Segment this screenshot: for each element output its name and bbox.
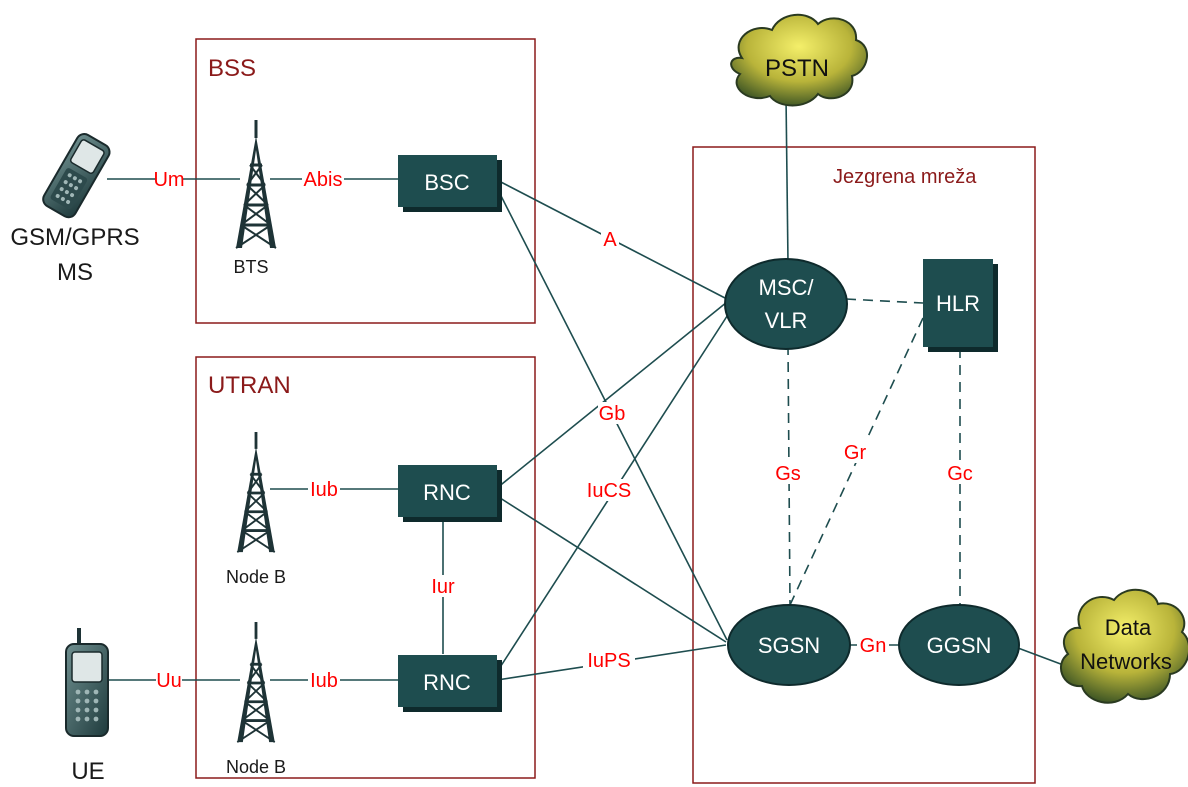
link-pstn-msc <box>785 95 789 264</box>
rnc-2-node[interactable]: RNC <box>398 655 502 712</box>
data-networks-label-line2: Networks <box>1080 649 1172 674</box>
gn-label: Gn <box>860 635 887 657</box>
interface-labels: Um Abis A Gb IuCS IuPS Iub Iub Iur Uu Gs… <box>153 169 972 692</box>
ue-phone-icon <box>65 628 109 737</box>
ggsn-node[interactable]: GGSN <box>898 604 1020 686</box>
iups-label: IuPS <box>587 650 630 672</box>
gc-label: Gc <box>947 463 973 485</box>
bss-frame <box>195 38 536 324</box>
link-rnc1-msc <box>496 301 728 489</box>
gb-label: Gb <box>599 403 626 425</box>
link-msc-hlr <box>845 298 924 304</box>
rnc-1-node[interactable]: RNC <box>398 465 502 522</box>
um-label: Um <box>153 169 184 191</box>
node-b-2-tower-icon <box>235 622 277 744</box>
sgsn-node[interactable]: SGSN <box>727 604 851 686</box>
utran-title: UTRAN <box>208 372 291 399</box>
bsc-label: BSC <box>424 170 469 195</box>
core-network-frame <box>692 146 1036 784</box>
core-network-title: Jezgrena mreža <box>833 166 977 188</box>
ggsn-label: GGSN <box>927 633 992 658</box>
gsm-phone-icon <box>42 133 111 219</box>
msc-label-line2: VLR <box>765 308 808 333</box>
ue-label: UE <box>71 758 104 785</box>
link-msc-sgsn <box>787 344 791 605</box>
iur-label: Iur <box>431 576 455 598</box>
hlr-node[interactable]: HLR <box>923 259 998 352</box>
iucs-label: IuCS <box>587 480 631 502</box>
msc-label-line1: MSC/ <box>759 275 815 300</box>
uu-label: Uu <box>156 670 182 692</box>
node-b-1-tower-icon <box>235 432 277 554</box>
rnc-1-label: RNC <box>423 480 471 505</box>
msc-vlr-node[interactable]: MSC/ VLR <box>724 258 848 350</box>
iub-2-label: Iub <box>310 670 338 692</box>
bts-tower-icon <box>234 120 278 250</box>
gr-label: Gr <box>844 442 867 464</box>
gs-label: Gs <box>775 463 801 485</box>
interface-label-bgs <box>156 168 975 691</box>
pstn-cloud: PSTN <box>730 13 868 107</box>
data-networks-label-line1: Data <box>1105 615 1152 640</box>
sgsn-label: SGSN <box>758 633 820 658</box>
bsc-node[interactable]: BSC <box>398 155 502 212</box>
utran-frame <box>195 356 536 779</box>
ms-label-line2: MS <box>57 259 93 286</box>
iub-1-label: Iub <box>310 479 338 501</box>
a-label: A <box>603 229 617 251</box>
node-b-2-label: Node B <box>226 757 286 777</box>
hlr-label: HLR <box>936 291 980 316</box>
rnc-2-label: RNC <box>423 670 471 695</box>
pstn-label: PSTN <box>765 55 829 82</box>
ms-label-line1: GSM/GPRS <box>10 224 139 251</box>
link-rnc1-sgsn <box>496 495 727 643</box>
data-networks-cloud: Data Networks <box>1060 588 1188 704</box>
node-b-1-label: Node B <box>226 567 286 587</box>
abis-label: Abis <box>304 169 343 191</box>
bss-title: BSS <box>208 55 256 82</box>
bts-label: BTS <box>233 257 268 277</box>
